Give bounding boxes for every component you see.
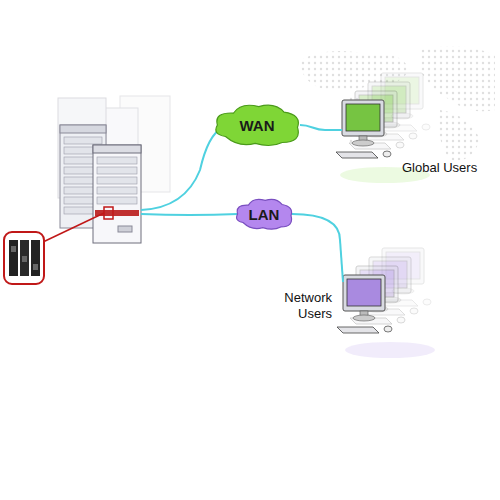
network-cable — [141, 214, 238, 215]
leader-line — [43, 213, 104, 242]
rack-slot — [97, 177, 137, 184]
network-link — [292, 214, 340, 240]
server-rack — [58, 96, 170, 208]
network-label: WAN — [212, 102, 302, 148]
rack-slots — [97, 157, 137, 204]
rack-slot — [97, 187, 137, 194]
group-label: Network Users — [270, 290, 332, 322]
rack-slot — [97, 157, 137, 164]
network-cloud: LAN — [234, 197, 294, 231]
computer-icon — [337, 275, 392, 333]
server-rack — [93, 145, 141, 243]
computer-group — [337, 248, 435, 358]
network-cable — [141, 128, 222, 210]
network-cable — [325, 129, 342, 131]
rack-slot — [64, 137, 102, 144]
user-group: Network Users — [270, 240, 430, 350]
network-cloud: WAN — [212, 102, 302, 148]
network-cable — [340, 240, 343, 282]
card-closeup — [4, 232, 44, 284]
network-link — [300, 125, 325, 130]
group-label: Global Users — [402, 160, 477, 176]
network-label: LAN — [234, 197, 294, 231]
computer-icon — [336, 100, 391, 158]
user-group: Global Users — [325, 70, 490, 182]
world-map — [300, 46, 495, 161]
rack-slot — [97, 167, 137, 174]
glow — [345, 342, 435, 358]
rack-slot — [97, 197, 137, 204]
